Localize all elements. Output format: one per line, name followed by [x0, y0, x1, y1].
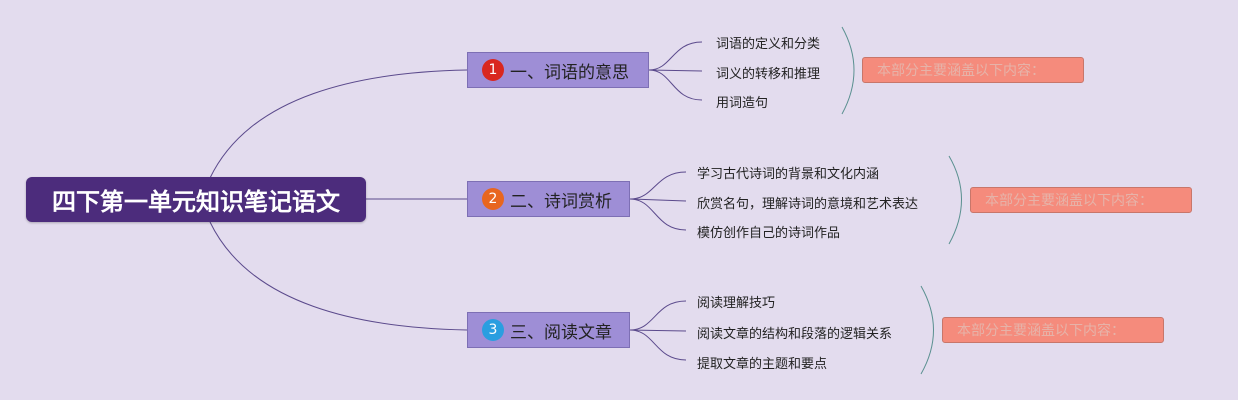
branch-topic-3[interactable]: 3 三、阅读文章 [467, 312, 630, 348]
branch-1-leaf-connector [648, 41, 703, 71]
branch-topic-1[interactable]: 1 一、词语的意思 [467, 52, 649, 88]
branch-2-bracket [948, 155, 962, 245]
branch-2-leaf-connector [629, 171, 687, 200]
branch-1-leaf-connector [648, 69, 703, 72]
leaf-topic[interactable]: 阅读文章的结构和段落的逻辑关系 [697, 327, 893, 342]
branch-topic-2[interactable]: 2 二、诗词赏析 [467, 181, 630, 217]
branch-3-leaf-connector [629, 329, 687, 332]
branch-2-leaf-connector [629, 198, 687, 202]
branch-label: 三、阅读文章 [510, 322, 612, 343]
branch-label: 二、诗词赏析 [510, 191, 612, 212]
leaf-topic[interactable]: 学习古代诗词的背景和文化内涵 [697, 167, 880, 182]
leaf-topic[interactable]: 词义的转移和推理 [716, 67, 821, 82]
branch-number-badge: 3 [482, 319, 504, 341]
summary-box[interactable]: 本部分主要涵盖以下内容： [970, 187, 1192, 213]
branch-number-badge: 1 [482, 59, 504, 81]
branch-number-badge: 2 [482, 188, 504, 210]
root-branch-3-connector [209, 221, 468, 331]
leaf-topic[interactable]: 欣赏名句，理解诗词的意境和艺术表达 [697, 197, 919, 212]
branch-label: 一、词语的意思 [510, 62, 629, 83]
branch-2-leaf-connector [629, 198, 687, 231]
branch-1-bracket [841, 26, 855, 115]
root-topic[interactable]: 四下第一单元知识笔记语文 [26, 177, 366, 222]
leaf-topic[interactable]: 模仿创作自己的诗词作品 [697, 226, 841, 241]
leaf-topic[interactable]: 词语的定义和分类 [716, 37, 821, 52]
leaf-topic[interactable]: 阅读理解技巧 [697, 296, 776, 311]
summary-box[interactable]: 本部分主要涵盖以下内容： [942, 317, 1164, 343]
branch-1-leaf-connector [648, 69, 703, 101]
leaf-topic[interactable]: 提取文章的主题和要点 [697, 357, 828, 372]
branch-3-leaf-connector [629, 300, 687, 331]
leaf-topic[interactable]: 用词造句 [716, 96, 769, 111]
root-branch-1-connector [209, 69, 468, 179]
summary-box[interactable]: 本部分主要涵盖以下内容： [862, 57, 1084, 83]
branch-3-bracket [920, 285, 934, 375]
branch-3-leaf-connector [629, 329, 687, 361]
